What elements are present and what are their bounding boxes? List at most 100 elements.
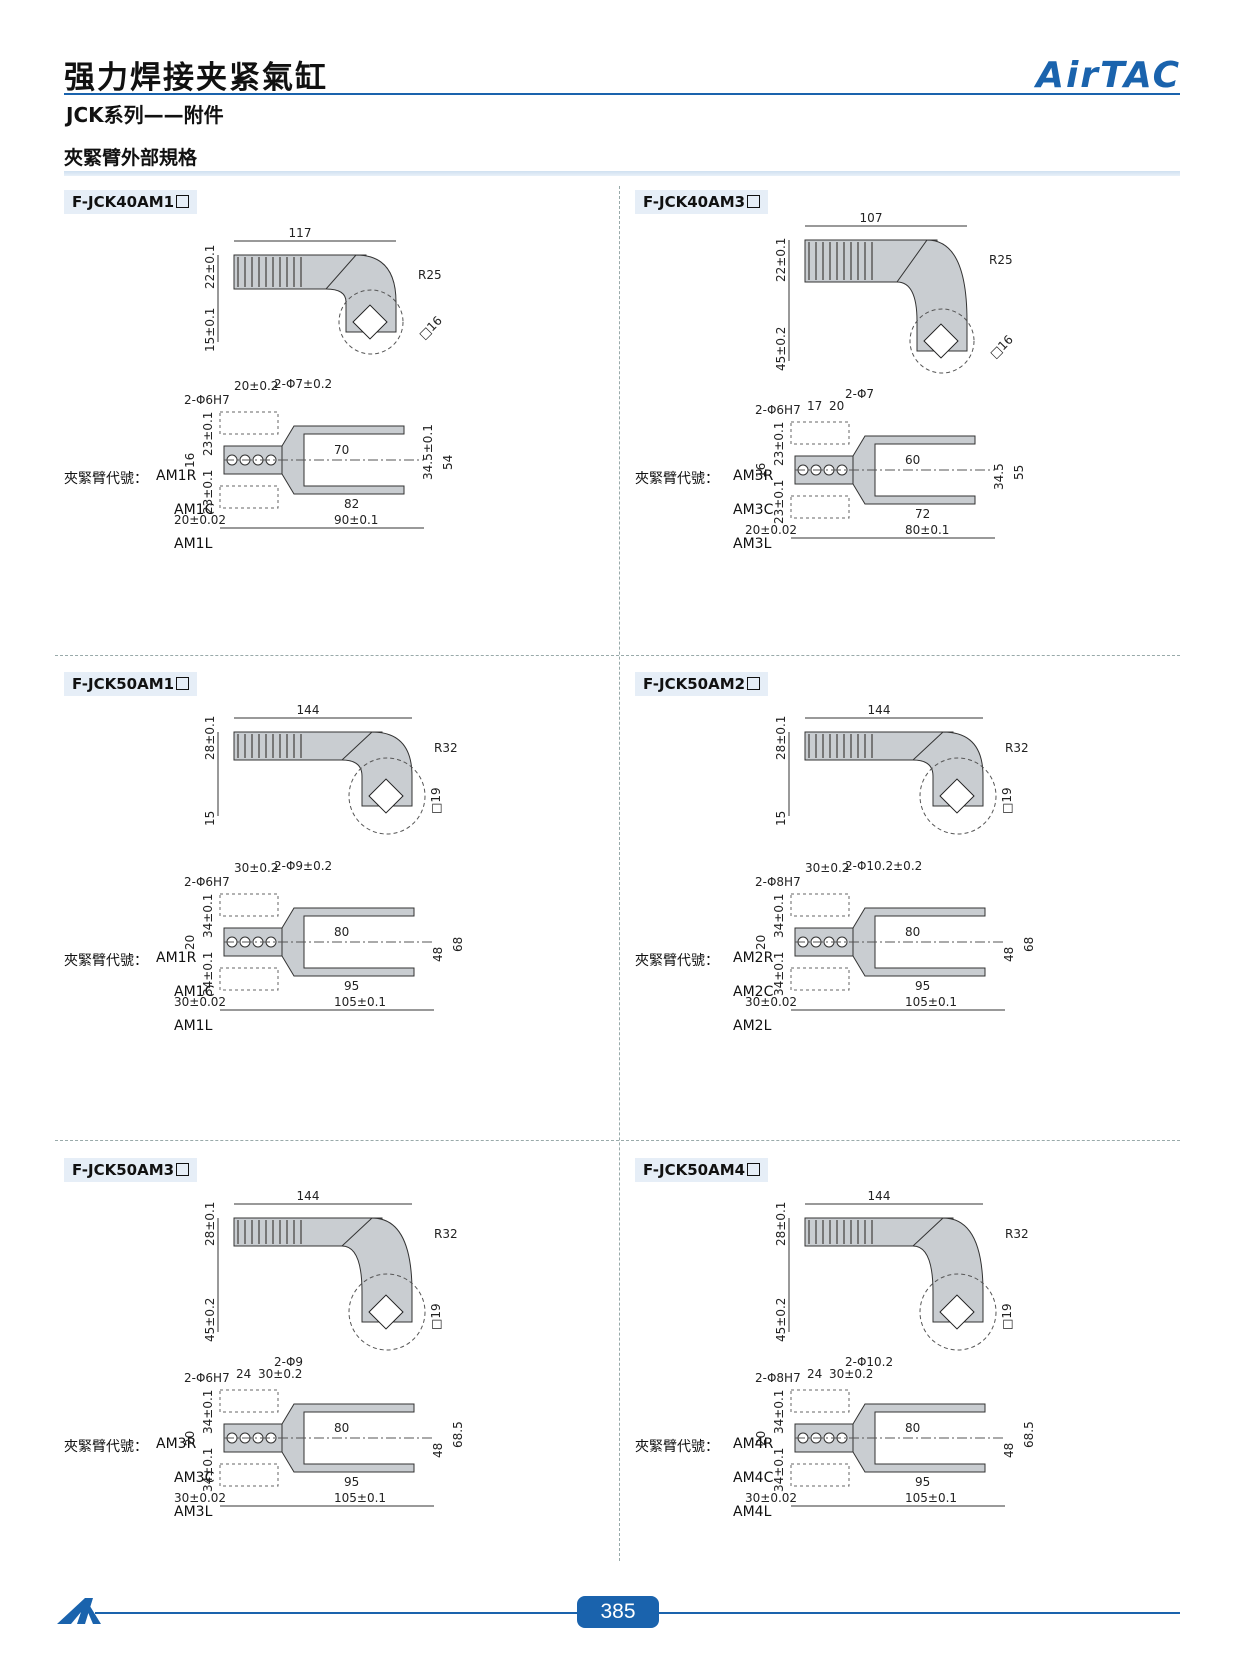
dim-slot: 70 [334,443,349,457]
clamp-arm-code-label: 夾緊臂代號： [635,953,719,969]
dim-length-a: 95 [915,1475,930,1489]
dim-pitch-b: 30±0.2 [258,1367,302,1381]
clamp-arm-code: AM3L [174,1504,213,1520]
dim-mid: 20 [754,1431,768,1446]
page-subtitle: JCK系列——附件 [66,103,224,127]
dim-square: □19 [429,1303,443,1330]
dim-square: □16 [416,313,445,342]
dim-square: □19 [1000,787,1014,814]
airtac-a-icon [57,1598,101,1624]
clamp-arm-code: AM1C [174,502,215,518]
dim-height-bottom: 45±0.2 [774,1298,788,1342]
dim-mid: 16 [754,463,768,478]
dim-slot: 80 [334,925,349,939]
dim-mid: 20 [183,1431,197,1446]
dim-length-a: 95 [344,979,359,993]
clamp-arm-code: AM4L [733,1504,772,1520]
clamp-arm-code-label: 夾緊臂代號： [64,953,148,969]
dim-length: 107 [860,211,883,225]
dim-hole-spec: 2-Φ9±0.2 [274,859,332,873]
clamp-arm-drawing: 144R32□1928±0.1152-Φ6H72-Φ9±0.28095105±0… [174,703,465,1011]
dim-radius: R32 [434,1227,458,1241]
row-divider [55,655,1180,656]
dim-offset-bottom: 34±0.1 [772,1448,786,1492]
dim-offset-bottom: 23±0.1 [772,480,786,524]
dim-hole-spec: 2-Φ6H7 [184,875,230,889]
header-rule [64,93,1180,95]
dim-offset-top: 34±0.1 [201,894,215,938]
option-box-icon [747,677,761,690]
dim-width-outer: 54 [441,455,455,470]
clamp-arm-code: AM1C [174,984,215,1000]
dim-height-top: 28±0.1 [203,1202,217,1246]
model-text: F-JCK40AM1 [72,193,175,211]
dim-slot: 80 [334,1421,349,1435]
dim-pitch-a: 17 [807,399,822,413]
dim-length-b: 105±0.1 [334,1491,386,1505]
clamp-arm-code: AM4C [733,1470,774,1486]
clamp-arm-drawing: 107R25□1622±0.145±0.22-Φ6H72-Φ7607280±0.… [745,211,1026,539]
dim-square: □19 [1000,1303,1014,1330]
dim-length-a: 82 [344,497,359,511]
dim-length-b: 90±0.1 [334,513,378,527]
dim-pitch-a: 24 [236,1367,251,1381]
model-label: F-JCK50AM1 [64,672,198,696]
row-divider [55,1140,1180,1141]
clamp-arm-code: AM3R [156,1436,197,1452]
dim-width-inner: 48 [431,947,445,962]
dim-base: 30±0.02 [174,995,226,1009]
dim-square: □19 [429,787,443,814]
dim-slot: 80 [905,1421,920,1435]
clamp-arm-code: AM1R [156,950,197,966]
dim-mid: 20 [183,935,197,950]
dim-width-inner: 48 [1002,947,1016,962]
dim-height-top: 28±0.1 [203,716,217,760]
dim-offset-top: 23±0.1 [772,422,786,466]
model-label: F-JCK50AM3 [64,1158,198,1182]
dim-height-bottom: 15±0.1 [203,308,217,352]
dim-hole-spec: 2-Φ9 [274,1355,303,1369]
dim-height-top: 22±0.1 [774,238,788,282]
dim-height-top: 28±0.1 [774,716,788,760]
dim-height-bottom: 15 [774,811,788,826]
dim-base: 30±0.02 [745,995,797,1009]
dim-radius: R25 [989,253,1013,267]
model-label: F-JCK50AM4 [635,1158,769,1182]
dim-length-a: 72 [915,507,930,521]
clamp-arm-code: AM4R [733,1436,774,1452]
dim-pitch-a: 24 [807,1367,822,1381]
clamp-arm-code: AM1R [156,468,197,484]
model-text: F-JCK50AM2 [643,675,746,693]
dim-hole-spec: 2-Φ6H7 [184,1371,230,1385]
section-rule [64,171,1180,176]
dim-length: 117 [289,226,312,240]
model-label: F-JCK40AM3 [635,190,769,214]
dim-width-outer: 68.5 [1022,1421,1036,1448]
clamp-arm-code: AM3C [733,502,774,518]
option-box-icon [747,1163,761,1176]
dim-length: 144 [297,1189,320,1203]
dim-length-a: 95 [344,1475,359,1489]
dim-length-b: 80±0.1 [905,523,949,537]
dim-offset-top: 34±0.1 [772,1390,786,1434]
dim-offset-bottom: 23±0.1 [201,470,215,514]
model-text: F-JCK50AM3 [72,1161,175,1179]
dim-base: 30±0.02 [745,1491,797,1505]
dim-width-outer: 55 [1012,465,1026,480]
dim-length-a: 95 [915,979,930,993]
model-text: F-JCK50AM4 [643,1161,746,1179]
clamp-arm-code: AM2R [733,950,774,966]
airtac-logo: AirTAC [1036,55,1181,96]
dim-hole-spec: 2-Φ8H7 [755,875,801,889]
dim-hole-spec: 2-Φ7±0.2 [274,377,332,391]
clamp-arm-drawing: 117R25□1622±0.115±0.12-Φ6H72-Φ7±0.270829… [174,226,455,529]
dim-offset-bottom: 34±0.1 [772,952,786,996]
dim-pitch-b: 20 [829,399,844,413]
clamp-arm-code: AM1L [174,1018,213,1034]
option-box-icon [176,1163,190,1176]
clamp-arm-code-label: 夾緊臂代號： [64,1439,148,1455]
dim-pitch: 30±0.2 [805,861,849,875]
